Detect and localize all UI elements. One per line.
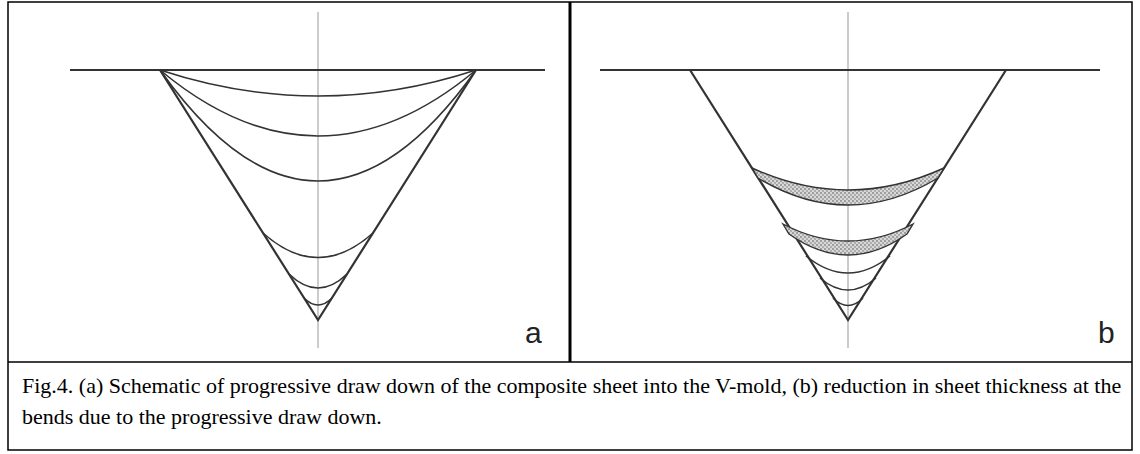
sheet-curve (263, 233, 373, 258)
panel-b (600, 12, 1100, 348)
sheet-curve (160, 70, 476, 181)
sheet-curve (304, 298, 332, 305)
panel-divider (569, 2, 572, 362)
thinned-band (783, 224, 913, 255)
v-mold (690, 70, 1006, 320)
panel-a (70, 12, 545, 348)
mold-top (600, 69, 1100, 71)
sheet-curve (820, 278, 876, 290)
v-mold (160, 70, 476, 320)
figure-frame (8, 2, 1132, 450)
sheet-curve (160, 70, 476, 96)
figure-caption: Fig.4. (a) Schematic of progressive draw… (22, 370, 1122, 432)
panel-letter: b (1098, 318, 1115, 348)
axis-line (318, 12, 319, 348)
axis-line (848, 12, 849, 348)
sheet-curve (833, 298, 863, 306)
sheet-curve (289, 274, 347, 288)
sheet-curve (806, 256, 890, 273)
thinned-band (752, 168, 944, 205)
panel-letter: a (525, 318, 542, 348)
